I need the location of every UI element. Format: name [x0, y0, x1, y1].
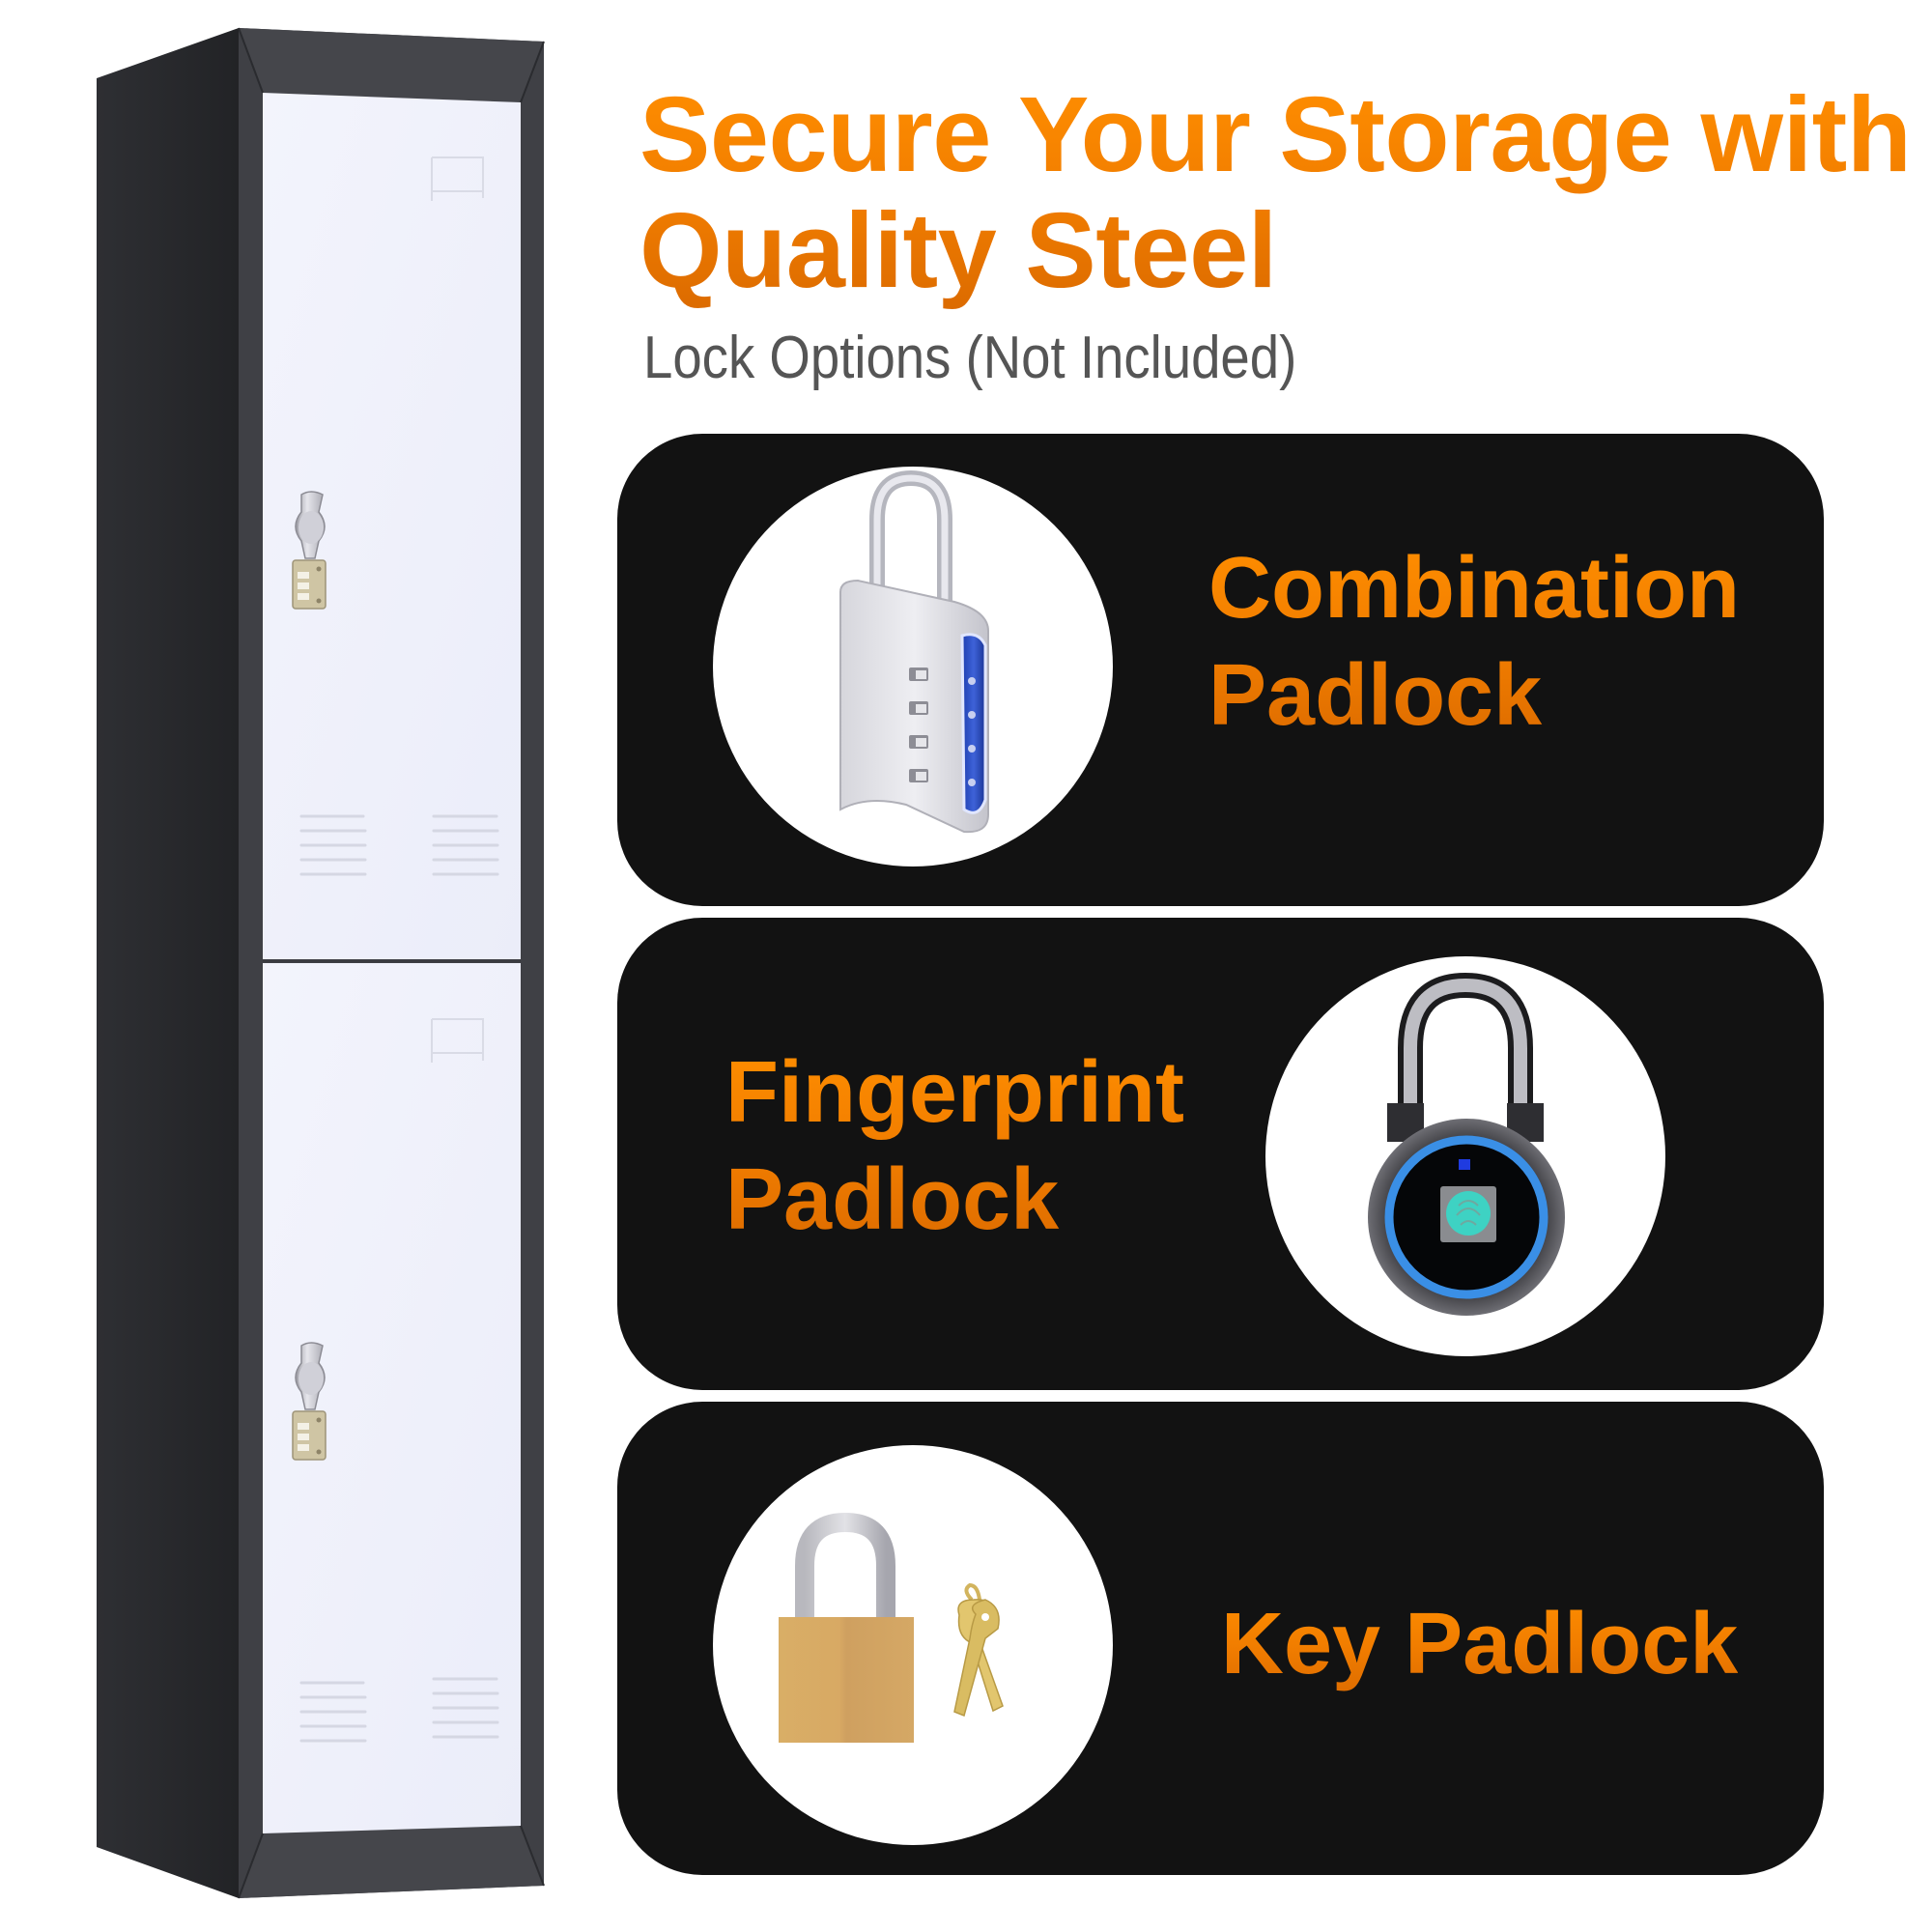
- title-line-1: Secure Your Storage with: [639, 75, 1912, 194]
- lock-option-card-key: Key Padlock: [617, 1402, 1824, 1875]
- fingerprint-padlock-icon: [1368, 972, 1565, 1316]
- label-holder-upper: [431, 156, 484, 201]
- locker-lower-door: [263, 963, 521, 1833]
- subtitle: Lock Options (Not Included): [643, 325, 1297, 391]
- combination-padlock-icon: [839, 469, 989, 834]
- upper-door-handle-icon: [295, 491, 326, 559]
- combination-padlock-image: [713, 467, 1113, 867]
- fingerprint-padlock-image: [1265, 956, 1665, 1356]
- vent-lower-left: [299, 1681, 367, 1743]
- key-padlock-image: [713, 1445, 1113, 1845]
- label-holder-lower: [431, 1018, 484, 1063]
- locker-side-panel: [97, 28, 239, 1898]
- vent-lower-right: [432, 1677, 499, 1739]
- lock-option-card-combination: Combination Padlock: [617, 434, 1824, 906]
- locker-illustration: [97, 27, 545, 1899]
- key-padlock-icon: [779, 1512, 1004, 1743]
- upper-combination-lock-icon: [292, 559, 327, 610]
- locker-upper-door: [263, 93, 521, 959]
- keys: [953, 1582, 1004, 1718]
- lock-option-label: Key Padlock: [1221, 1591, 1738, 1698]
- vent-upper-left: [299, 814, 367, 876]
- lower-door-handle-icon: [295, 1342, 326, 1410]
- vent-upper-right: [432, 814, 499, 876]
- lock-option-label: Fingerprint Padlock: [725, 1039, 1184, 1254]
- lock-option-label: Combination Padlock: [1208, 535, 1740, 750]
- page-title: Secure Your Storage with Quality Steel: [639, 77, 1912, 309]
- lower-combination-lock-icon: [292, 1410, 327, 1461]
- title-line-2: Quality Steel: [639, 191, 1277, 310]
- lock-option-card-fingerprint: Fingerprint Padlock: [617, 918, 1824, 1390]
